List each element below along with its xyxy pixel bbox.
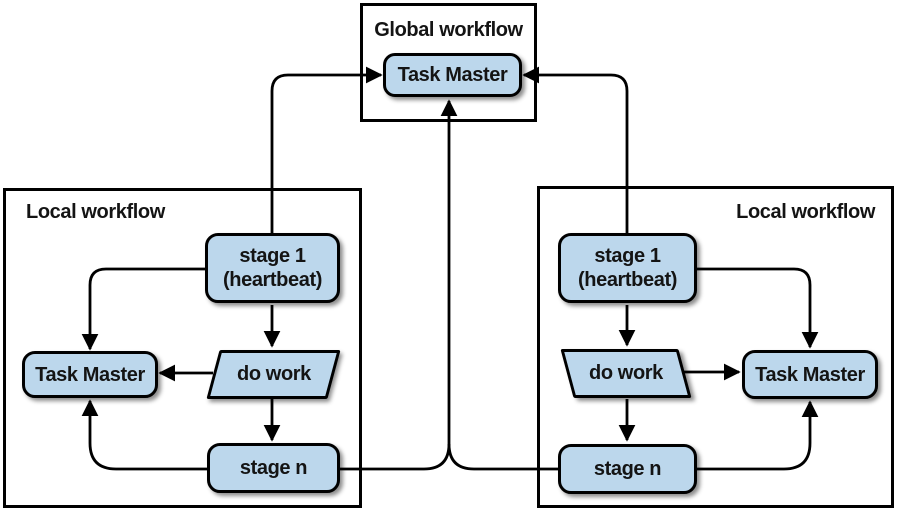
stage1-node-left-line1: stage 1 — [239, 245, 306, 267]
stage1-node-left: stage 1 (heartbeat) — [205, 233, 340, 303]
task-master-node-right: Task Master — [742, 350, 878, 399]
global-workflow-label: Global workflow — [374, 19, 523, 41]
local-workflow-label-left: Local workflow — [26, 201, 165, 223]
stage-n-node-right-label: stage n — [593, 458, 662, 480]
task-master-node-global: Task Master — [383, 53, 522, 97]
task-master-node-global-label: Task Master — [397, 64, 508, 86]
do-work-node-right-label: do work — [589, 362, 663, 384]
local-workflow-box-right: Local workflow stage 1 (heartbeat) do wo… — [537, 186, 894, 508]
local-workflow-box-left: Local workflow stage 1 (heartbeat) do wo… — [3, 188, 362, 508]
task-master-node-left-label: Task Master — [35, 363, 145, 386]
task-master-node-right-label: Task Master — [755, 363, 865, 386]
stage1-node-left-line2: (heartbeat) — [223, 269, 322, 291]
stage1-node-right-line1: stage 1 — [594, 245, 661, 267]
global-workflow-box: Global workflow Task Master — [360, 3, 537, 122]
stage1-node-right-line2: (heartbeat) — [578, 269, 677, 291]
stage-n-node-left-label: stage n — [239, 457, 308, 479]
stage-n-node-left: stage n — [207, 443, 340, 493]
do-work-node-right: do work — [560, 349, 692, 398]
stage1-node-right: stage 1 (heartbeat) — [558, 233, 697, 303]
task-master-node-left: Task Master — [22, 351, 158, 398]
local-workflow-label-right: Local workflow — [736, 201, 875, 223]
do-work-node-left-label: do work — [236, 363, 311, 385]
stage-n-node-right: stage n — [558, 444, 697, 494]
do-work-node-left: do work — [206, 350, 341, 399]
